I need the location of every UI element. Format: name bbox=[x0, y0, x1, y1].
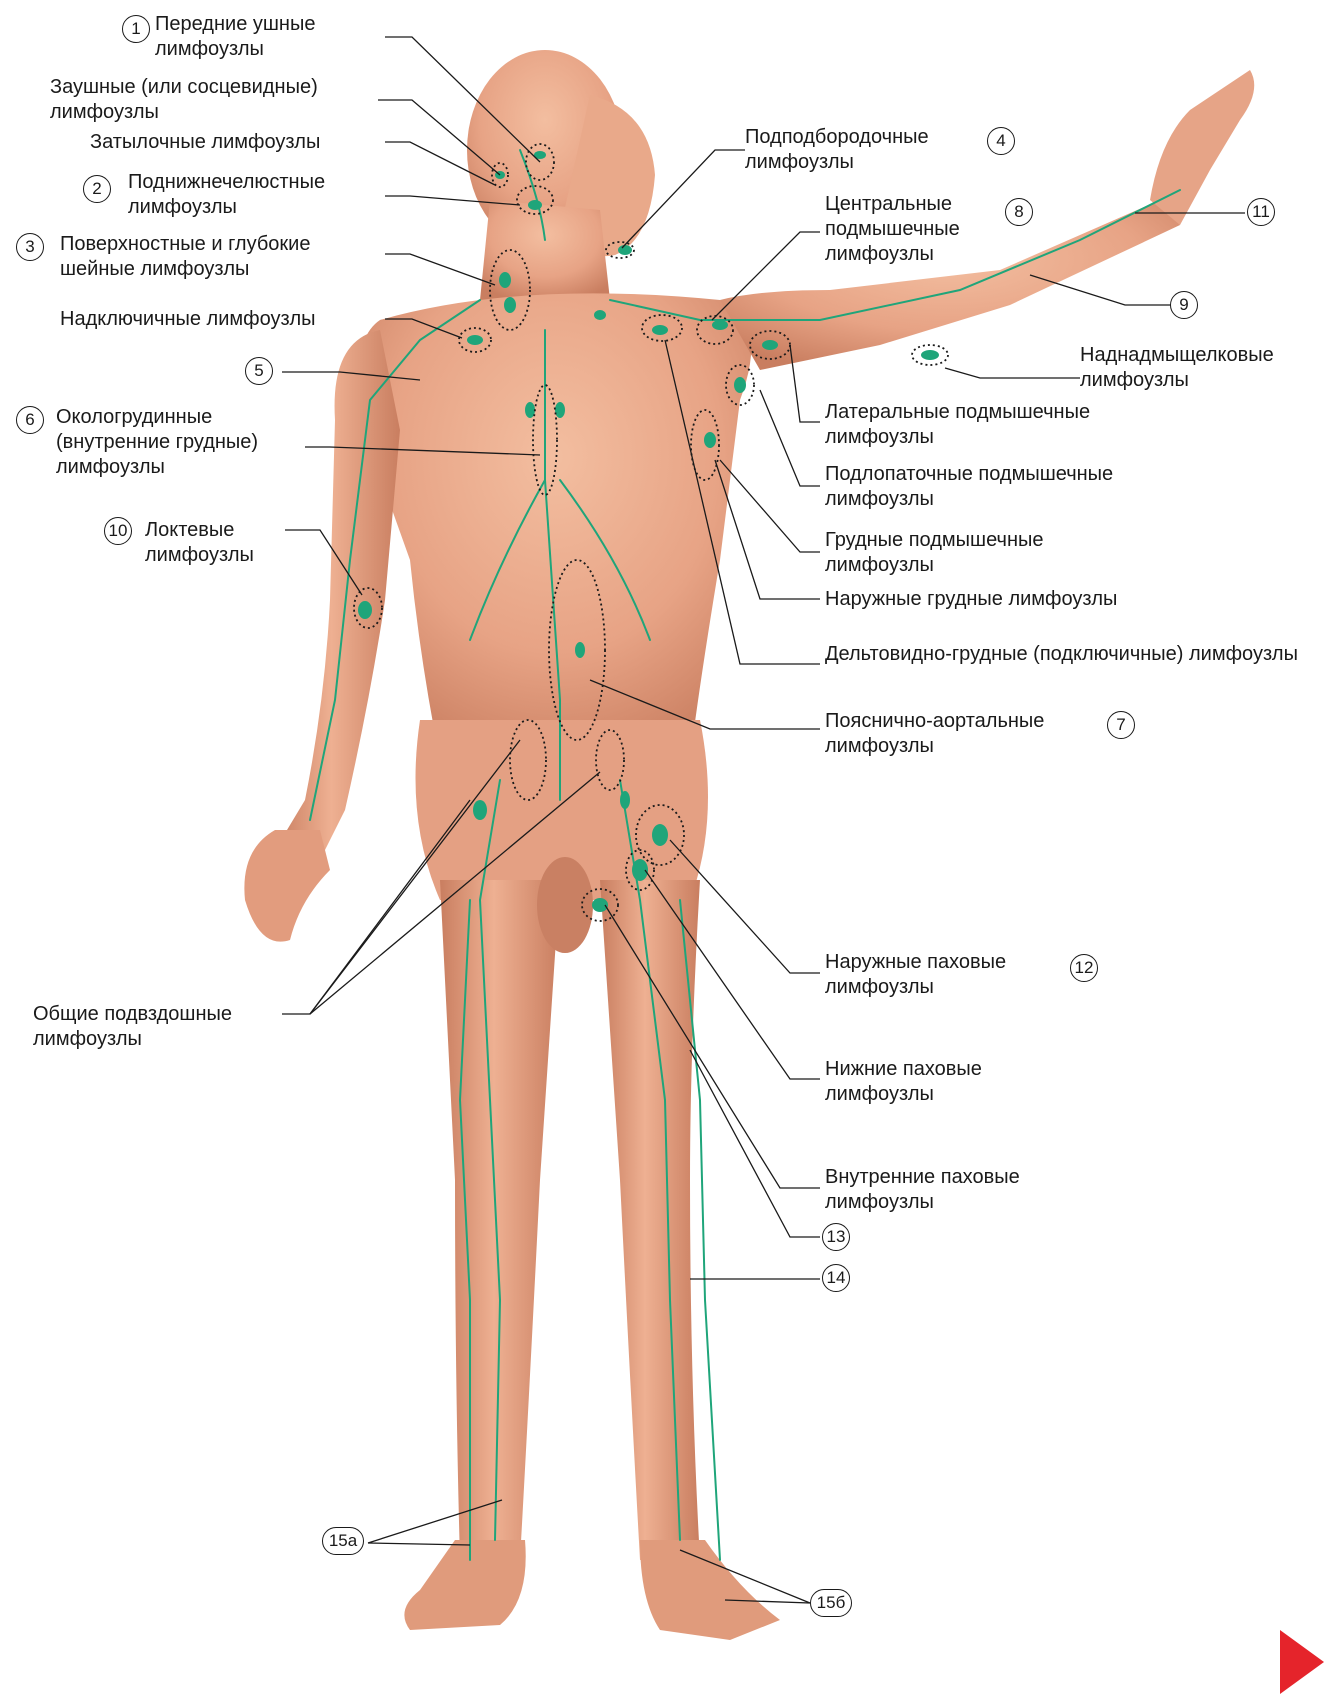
label-parasternal: Окологрудинные (внутренние грудные) лимф… bbox=[56, 405, 306, 480]
label-submandibular: Поднижнечелюстные лимфоузлы bbox=[128, 170, 388, 220]
badge-14: 14 bbox=[822, 1264, 850, 1292]
badge-7: 7 bbox=[1107, 711, 1135, 739]
badge-1: 1 bbox=[122, 15, 150, 43]
genitals bbox=[537, 857, 593, 953]
label-external-thoracic: Наружные грудные лимфоузлы bbox=[825, 587, 1117, 612]
badge-15b: 15б bbox=[810, 1589, 852, 1617]
foot-right bbox=[640, 1540, 780, 1640]
badge-8: 8 bbox=[1005, 198, 1033, 226]
badge-9: 9 bbox=[1170, 291, 1198, 319]
label-pectoral-axillary: Грудные подмышечные лимфоузлы bbox=[825, 528, 1115, 578]
label-supratrochlear: Наднадмыщелковые лимфоузлы bbox=[1080, 343, 1320, 393]
label-cubital: Локтевые лимфоузлы bbox=[145, 518, 285, 568]
badge-10: 10 bbox=[104, 517, 132, 545]
label-mastoid: Заушные (или сосцевидные) лимфоузлы bbox=[50, 75, 385, 125]
badge-12: 12 bbox=[1070, 954, 1098, 982]
label-occipital: Затылочные лимфоузлы bbox=[90, 130, 320, 155]
hand-right bbox=[1150, 70, 1254, 225]
badge-11: 11 bbox=[1247, 198, 1275, 226]
badge-3: 3 bbox=[16, 233, 44, 261]
label-central-axillary: Центральные подмышечные лимфоузлы bbox=[825, 192, 1000, 267]
label-external-inguinal: Наружные паховые лимфоузлы bbox=[825, 950, 1065, 1000]
badge-13: 13 bbox=[822, 1223, 850, 1251]
label-inferior-inguinal: Нижние паховые лимфоузлы bbox=[825, 1057, 1055, 1107]
foot-left bbox=[404, 1540, 525, 1630]
label-supraclavicular: Надключичные лимфоузлы bbox=[60, 307, 316, 332]
label-internal-inguinal: Внутренние паховые лимфоузлы bbox=[825, 1165, 1085, 1215]
badge-5: 5 bbox=[245, 357, 273, 385]
label-lateral-axillary: Латеральные подмышечные лимфоузлы bbox=[825, 400, 1155, 450]
neck bbox=[480, 200, 610, 300]
next-arrow-button[interactable] bbox=[1280, 1630, 1324, 1694]
badge-2: 2 bbox=[83, 175, 111, 203]
label-common-iliac: Общие подвздошные лимфоузлы bbox=[33, 1002, 283, 1052]
label-submental: Подподбородочные лимфоузлы bbox=[745, 125, 975, 175]
torso bbox=[358, 293, 752, 760]
badge-4: 4 bbox=[987, 127, 1015, 155]
label-subscapular-axillary: Подлопаточные подмышечные лимфоузлы bbox=[825, 462, 1195, 512]
label-lumbar-aortic: Пояснично-аортальные лимфоузлы bbox=[825, 709, 1095, 759]
hand-left bbox=[244, 830, 330, 942]
label-deltopectoral: Дельтовидно-грудные (подключичные) лимфо… bbox=[825, 642, 1305, 667]
badge-6: 6 bbox=[16, 406, 44, 434]
badge-15a: 15а bbox=[322, 1527, 364, 1555]
leg-left bbox=[440, 880, 560, 1560]
body-silhouette bbox=[244, 50, 1254, 1640]
label-cervical: Поверхностные и глубокие шейные лимфоузл… bbox=[60, 232, 390, 282]
label-anterior-auricular: Передние ушные лимфоузлы bbox=[155, 12, 385, 62]
